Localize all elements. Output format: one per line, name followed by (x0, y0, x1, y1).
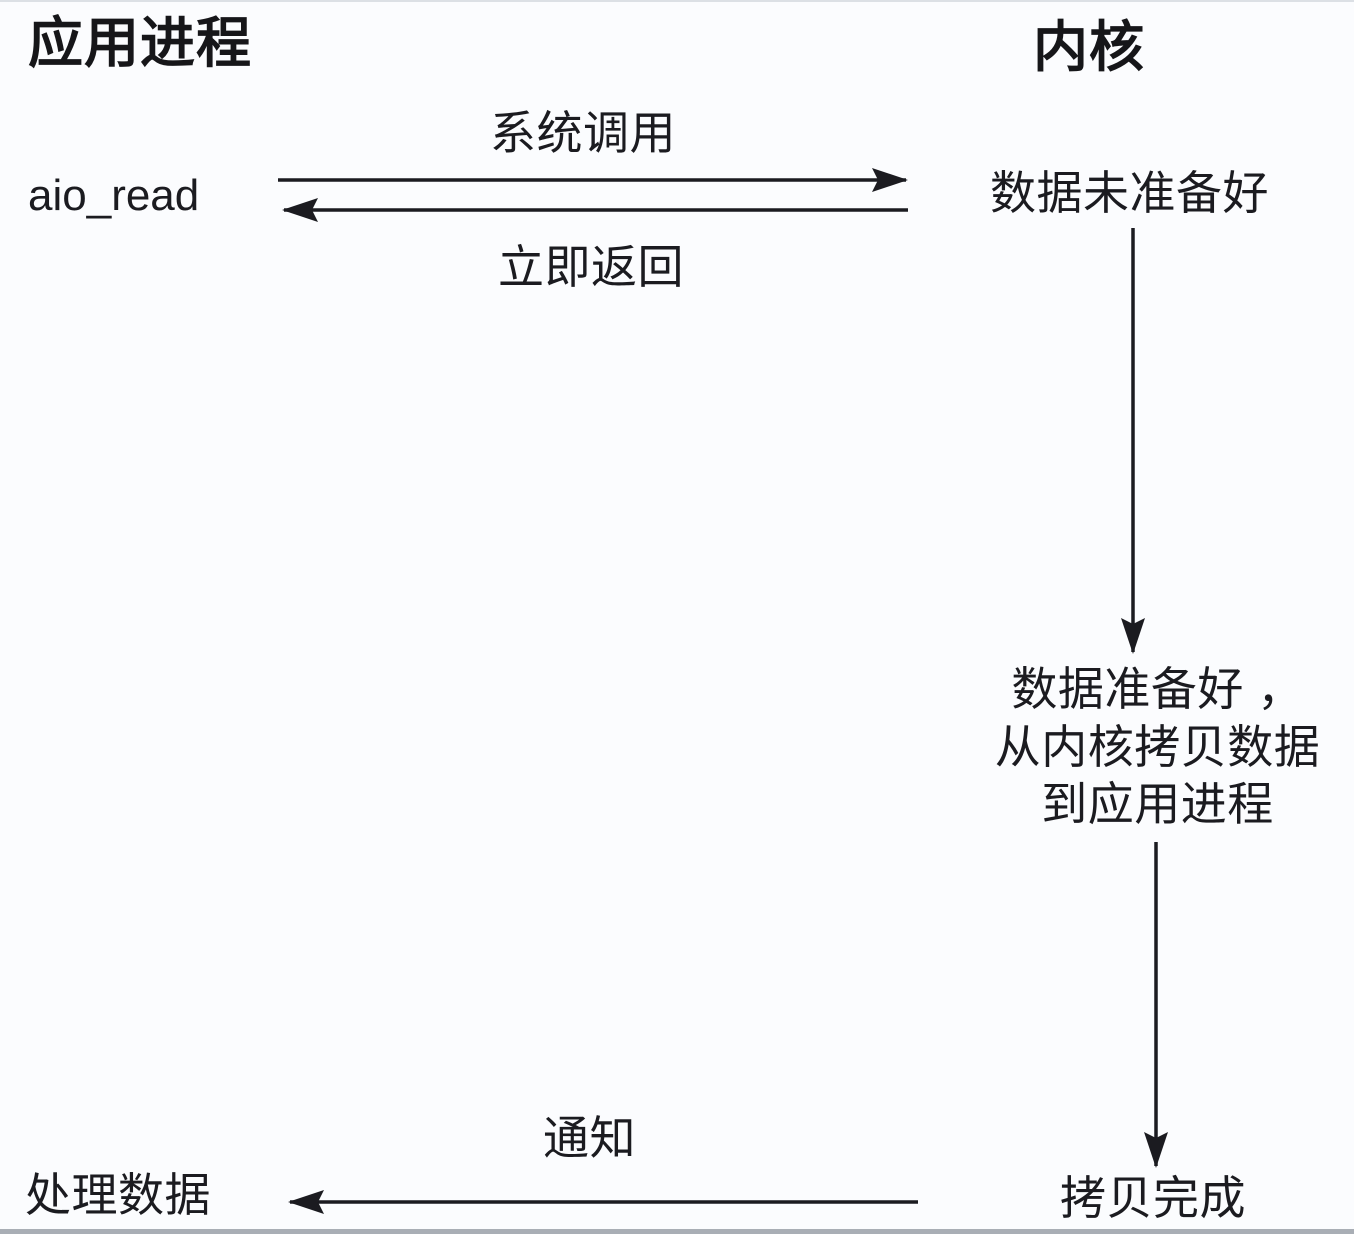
data-ready-line1: 数据准备好 ， (1011, 663, 1304, 715)
process-data-label: 处理数据 (25, 1169, 211, 1221)
data-ready-copy-block: 数据准备好 ， 从内核拷贝数据 到应用进程 (980, 661, 1335, 834)
app-process-title: 应用进程 (28, 12, 253, 74)
screenshot-bottom-edge (0, 1229, 1354, 1234)
notify-arrow-label: 通知 (543, 1112, 636, 1164)
syscall-arrow-label: 系统调用 (490, 107, 676, 159)
data-not-ready-label: 数据未准备好 (990, 167, 1269, 219)
immediate-return-arrow-label: 立即返回 (498, 241, 684, 293)
aio-read-label: aio_read (28, 171, 200, 220)
screenshot-top-edge (0, 0, 1354, 2)
data-ready-line3: 到应用进程 (1041, 778, 1274, 830)
kernel-title: 内核 (1033, 16, 1146, 78)
data-ready-line2: 从内核拷贝数据 (994, 720, 1321, 773)
copy-complete-label: 拷贝完成 (1060, 1172, 1246, 1224)
